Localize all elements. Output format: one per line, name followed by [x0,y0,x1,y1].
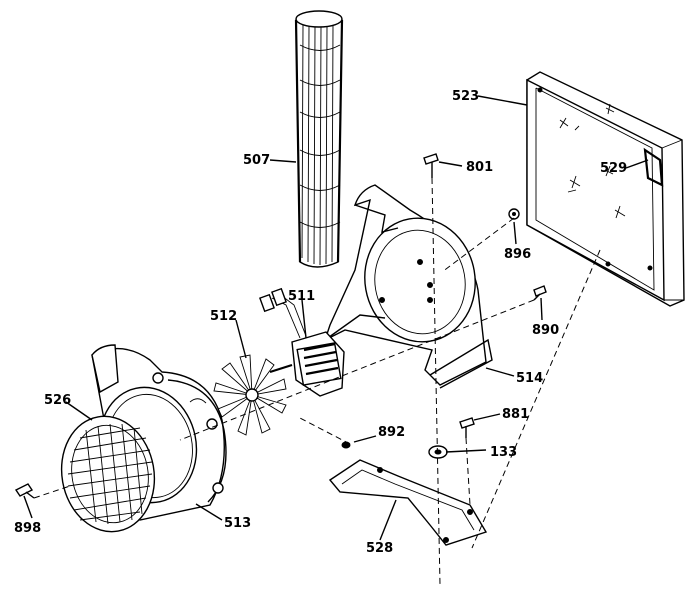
label-526: 526 [44,393,71,408]
label-896: 896 [504,247,531,262]
label-133: 133 [490,445,517,460]
bracket-528 [328,459,488,546]
screw-898 [14,483,35,499]
blower-shroud-514 [323,184,493,389]
label-514: 514 [516,371,543,386]
label-892: 892 [378,425,405,440]
label-801: 801 [466,160,493,175]
screw-881 [459,417,475,438]
label-881: 881 [502,407,529,422]
grommet-133 [428,445,448,459]
label-528: 528 [366,541,393,556]
assembly-lines [33,177,601,586]
label-sticker-529 [559,103,626,219]
leader-lines [23,95,649,541]
label-529: 529 [600,161,627,176]
fan-blade-512 [213,354,287,436]
screw-801 [423,153,439,178]
cover-panel-523 [526,71,685,307]
grille-526 [60,415,156,533]
label-512: 512 [210,309,237,324]
label-513: 513 [224,516,251,531]
label-511: 511 [288,289,315,304]
blower-wheel-507 [294,10,344,268]
screw-890 [533,285,547,301]
label-523: 523 [452,89,479,104]
label-898: 898 [14,521,41,536]
label-507: 507 [243,153,270,168]
nut-896 [508,208,520,220]
motor-511 [259,287,345,397]
label-890: 890 [532,323,559,338]
